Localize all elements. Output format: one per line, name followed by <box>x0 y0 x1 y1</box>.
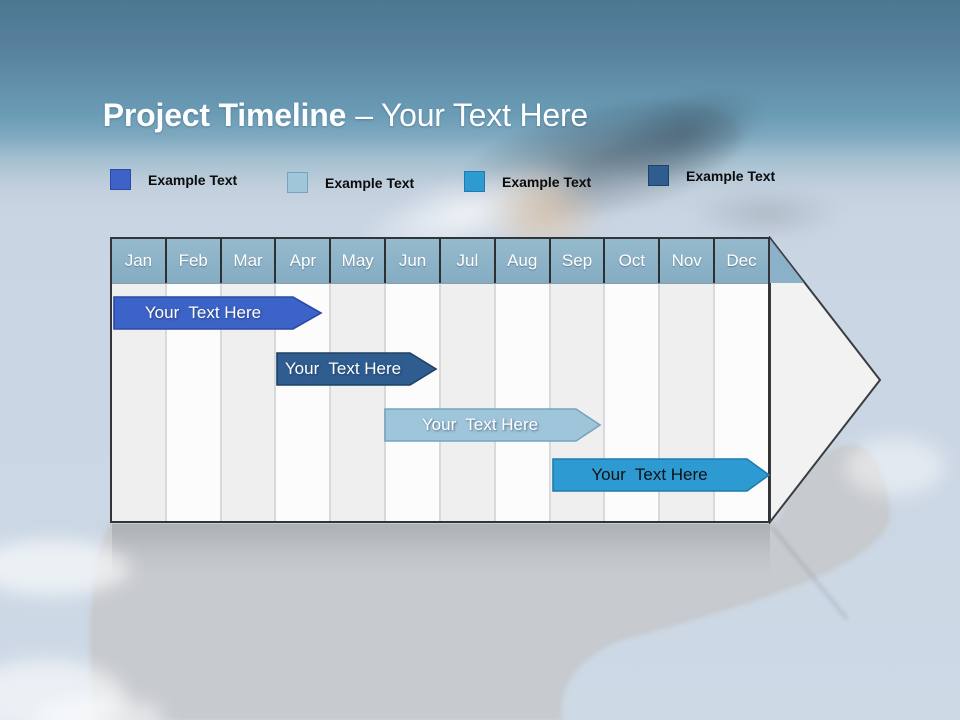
legend-item[interactable]: Example Text <box>287 172 414 193</box>
month-header-mar[interactable]: Mar <box>221 239 277 283</box>
legend-item[interactable]: Example Text <box>648 165 775 186</box>
bar-label: Your Text Here <box>144 303 262 322</box>
month-header-apr[interactable]: Apr <box>276 239 332 283</box>
bar-label: Your Text Here <box>421 415 539 434</box>
legend-item[interactable]: Example Text <box>464 171 591 192</box>
legend-label: Example Text <box>502 173 592 190</box>
timeline-bar[interactable]: Your Text Here <box>113 296 323 330</box>
legend-swatch <box>648 165 669 186</box>
bar-label: Your Text Here <box>284 359 402 378</box>
bar-arrow-shape <box>113 296 323 330</box>
legend-label: Example Text <box>686 167 776 184</box>
arrow-head-header-band <box>770 239 804 283</box>
legend-item[interactable]: Example Text <box>110 169 237 190</box>
legend-swatch <box>110 169 131 190</box>
month-header-feb[interactable]: Feb <box>166 239 222 283</box>
legend-label: Example Text <box>148 171 238 188</box>
timeline-bar[interactable]: Your Text Here <box>384 408 602 442</box>
timeline-bar[interactable]: Your Text Here <box>276 352 438 386</box>
legend-label: Example Text <box>325 174 415 191</box>
legend-swatch <box>287 172 308 193</box>
bar-arrow-shape <box>384 408 602 442</box>
slide-title-main: Project Timeline <box>102 97 347 133</box>
bar-arrow-shape <box>276 352 438 386</box>
legend-swatch <box>464 171 485 192</box>
month-header-jan[interactable]: Jan <box>112 239 167 283</box>
